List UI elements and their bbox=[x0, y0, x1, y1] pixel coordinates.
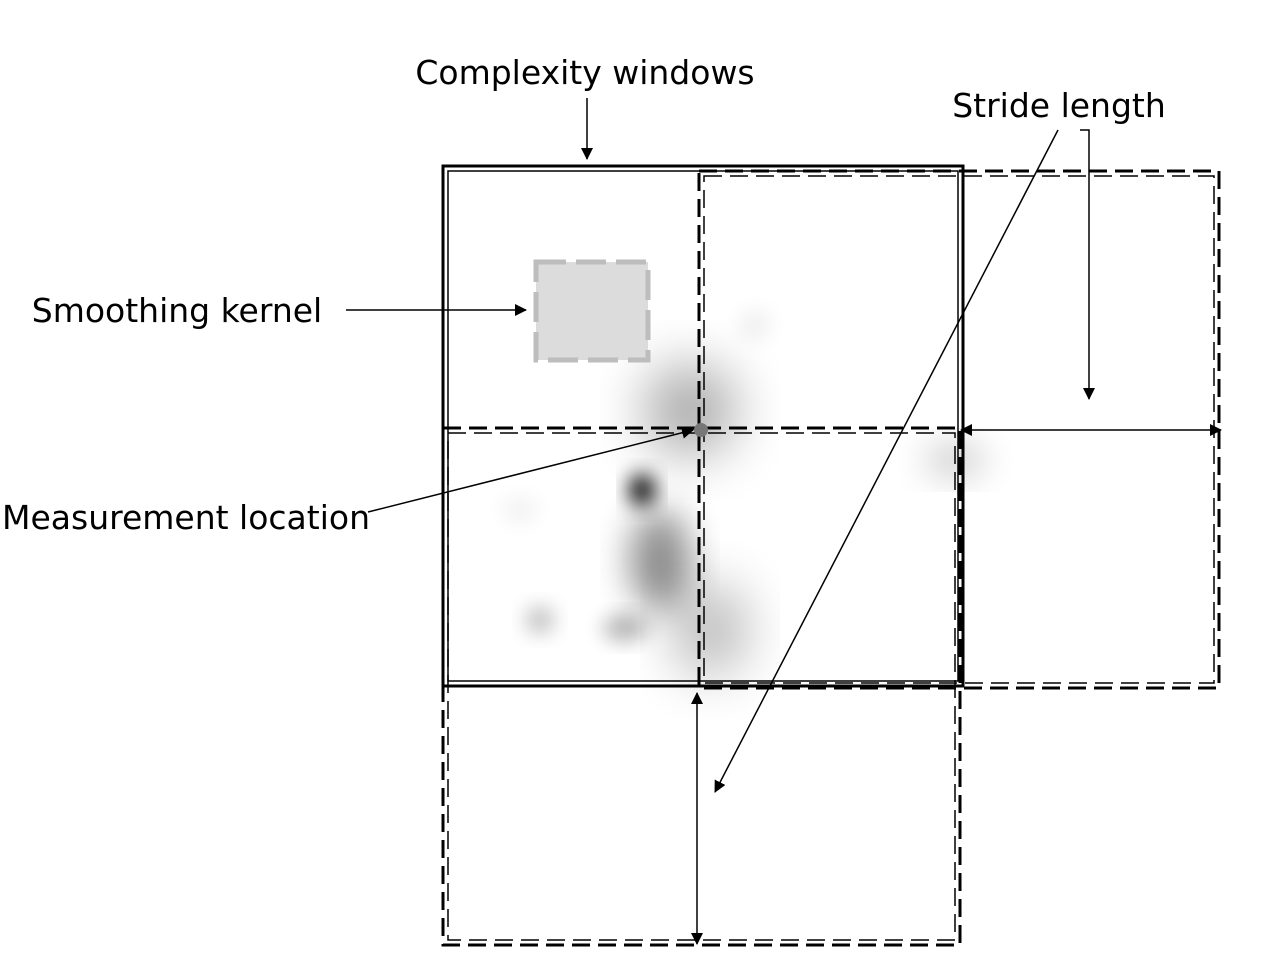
smoothing-kernel-box bbox=[533, 259, 651, 363]
complexity-window-dashed-bottom bbox=[441, 426, 962, 947]
heat-blob bbox=[675, 585, 745, 675]
complexity-window-dashed-bottom-inner bbox=[447, 432, 956, 941]
stride-length-diagonal-arrow bbox=[714, 129, 1059, 793]
complexity-windows-label: Complexity windows bbox=[415, 53, 754, 92]
heat-blob bbox=[629, 474, 655, 506]
heatmap-blobs bbox=[502, 309, 985, 675]
heat-blob bbox=[526, 606, 554, 634]
smoothing-kernel-label: Smoothing kernel bbox=[32, 291, 322, 330]
stride-length-label: Stride length bbox=[952, 86, 1166, 125]
measurement-location-arrow bbox=[367, 426, 694, 513]
complexity-window-dashed-right bbox=[697, 169, 1221, 690]
measurement-location-label: Measurement location bbox=[2, 498, 370, 537]
heat-blob bbox=[630, 510, 690, 610]
heat-blob bbox=[502, 496, 538, 524]
heat-blob bbox=[739, 309, 771, 341]
measurement-location-dot-icon bbox=[694, 423, 708, 437]
heat-blob bbox=[603, 615, 647, 641]
heat-blob bbox=[645, 365, 735, 455]
stride-length-down-arrow bbox=[1080, 129, 1095, 400]
